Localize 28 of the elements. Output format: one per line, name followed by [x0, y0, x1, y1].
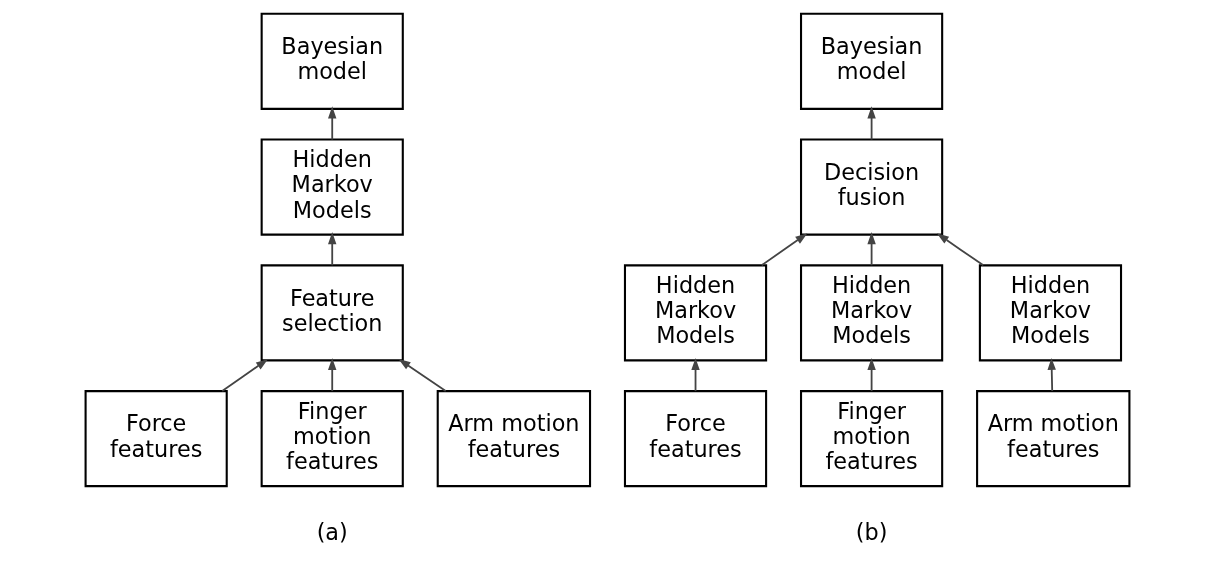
- node-box: Finger motion features: [799, 390, 943, 488]
- node-box: Hidden Markov Models: [260, 138, 404, 236]
- arrow: [327, 106, 336, 141]
- arrow: [327, 357, 336, 392]
- arrow: [866, 106, 876, 141]
- arrow: [397, 359, 447, 392]
- arrow: [760, 233, 807, 267]
- arrow: [690, 357, 700, 392]
- arrow: [936, 233, 984, 267]
- node-box: Feature selection: [260, 264, 404, 362]
- arrow: [866, 232, 876, 267]
- node-box: Hidden Markov Models: [799, 264, 943, 362]
- node-box: Force features: [84, 390, 228, 488]
- arrow: [866, 357, 876, 392]
- node-box: Arm motion features: [436, 390, 591, 488]
- node-box: Decision fusion: [799, 138, 943, 236]
- node-box: Bayesian model: [799, 12, 943, 110]
- label: (b): [855, 519, 887, 546]
- arrow: [327, 232, 336, 267]
- node-box: Force features: [623, 390, 767, 488]
- node-box: Bayesian model: [260, 12, 404, 110]
- node-box: Finger motion features: [260, 390, 404, 488]
- node-box: Hidden Markov Models: [978, 264, 1122, 362]
- node-box: Arm motion features: [975, 390, 1130, 488]
- arrow: [1047, 357, 1056, 392]
- arrow: [220, 359, 268, 392]
- node-box: Hidden Markov Models: [623, 264, 767, 362]
- label: (a): [316, 519, 348, 546]
